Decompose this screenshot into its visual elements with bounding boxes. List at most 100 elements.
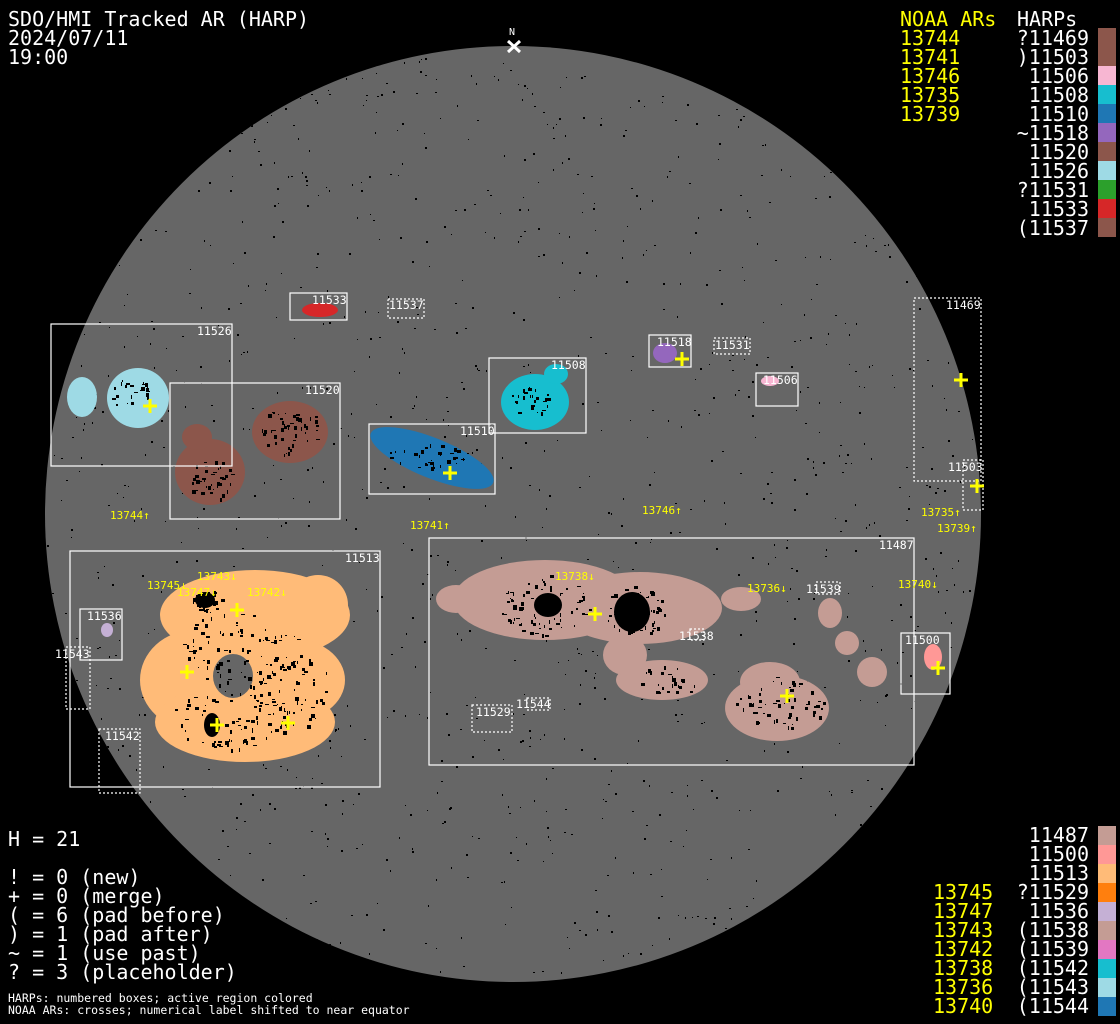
svg-text:11503: 11503: [948, 460, 983, 474]
active-region-11518: [653, 343, 677, 363]
svg-text:11544: 11544: [516, 697, 551, 711]
noaa-item: 13743: [933, 918, 994, 942]
observation-time: 19:00: [8, 45, 69, 69]
noaa-cross-icon: [970, 479, 984, 493]
harp-box-11526[interactable]: 11526: [50, 323, 233, 467]
noaa-crosses: [143, 352, 984, 732]
noaa-label-13740: 13740↓: [898, 578, 938, 591]
noaa-cross-icon: [954, 373, 968, 387]
harp-box-11531[interactable]: 11531: [713, 337, 751, 355]
flag-legend: ! = 0 (new) + = 0 (merge) ( = 6 (pad bef…: [8, 867, 237, 984]
noaa-label-13744: 13744↑: [110, 509, 150, 522]
noaa-label-13747: 13747↓: [177, 586, 217, 599]
noaa-cross-icon: [143, 399, 157, 413]
harp-item: ?11529: [1016, 880, 1089, 904]
noaa-label-13739: 13739↑: [937, 522, 977, 535]
flag-use-past: ~ = 1 (use past): [8, 941, 201, 965]
svg-text:11531: 11531: [715, 338, 750, 352]
harp-box-11508[interactable]: 11508: [488, 357, 587, 434]
noaa-label-13741: 13741↑: [410, 519, 450, 532]
svg-text:11510: 11510: [460, 424, 495, 438]
harp-box-11518[interactable]: 11518: [648, 334, 692, 368]
noaa-cross-icon: [210, 718, 224, 732]
harp-item: (11539: [1016, 937, 1089, 961]
harp-box-11520[interactable]: 11520: [169, 382, 341, 520]
active-region-11533: [302, 303, 338, 317]
footer-noaa-note: NOAA ARs: crosses; numerical label shift…: [8, 1003, 410, 1017]
harp-item: 11500: [1028, 842, 1089, 866]
active-region-11506: [761, 376, 779, 386]
north-marker: N: [506, 27, 522, 54]
harp-box-11513[interactable]: 11513: [69, 550, 381, 788]
color-swatch: [1098, 845, 1116, 864]
svg-text:11508: 11508: [551, 358, 586, 372]
noaa-item: 13744: [900, 26, 961, 50]
flag-merge: + = 0 (merge): [8, 884, 165, 908]
observation-date: 2024/07/11: [8, 26, 129, 50]
harps-header: HARPs: [1017, 7, 1078, 31]
color-swatch: [1098, 864, 1116, 883]
top-color-swatches: [1098, 28, 1116, 237]
harp-box-11544[interactable]: 11544: [516, 697, 551, 711]
color-swatch: [1098, 940, 1116, 959]
noaa-label-13738: 13738↓: [555, 570, 595, 583]
noaa-item: 13747: [933, 899, 994, 923]
color-swatch: [1098, 883, 1116, 902]
noaa-item: 13741: [900, 45, 961, 69]
bottom-color-swatches: [1098, 826, 1116, 1016]
harp-box-11506[interactable]: 11506: [755, 372, 799, 407]
svg-text:11539: 11539: [806, 582, 841, 596]
harp-box-11539[interactable]: 11539: [806, 581, 841, 596]
harp-box-11533[interactable]: 11533: [289, 292, 348, 321]
noaa-cross-icon: [931, 661, 945, 675]
noaa-cross-icon: [443, 466, 457, 480]
harp-box-11510[interactable]: 11510: [368, 423, 496, 495]
harp-box-11536[interactable]: 11536: [79, 608, 123, 661]
harp-item: 11533: [1028, 197, 1089, 221]
svg-text:11538: 11538: [679, 629, 714, 643]
color-swatch: [1098, 978, 1116, 997]
svg-text:11513: 11513: [345, 551, 380, 565]
svg-text:11536: 11536: [87, 609, 122, 623]
harp-box-11469[interactable]: 11469: [913, 297, 982, 482]
noaa-item: [933, 826, 993, 845]
noaa-label-13742: 13742↓: [247, 586, 287, 599]
svg-text:11487: 11487: [879, 538, 914, 552]
svg-text:11543: 11543: [55, 647, 90, 661]
noaa-label-13746: 13746↑: [642, 504, 682, 517]
page-title: SDO/HMI Tracked AR (HARP): [8, 7, 310, 31]
noaa-label-13745: 13745↓: [147, 579, 187, 592]
noaa-item: 13739: [900, 102, 961, 126]
harp-item: (11543: [1016, 975, 1089, 999]
noaa-item: 13745: [933, 880, 994, 904]
color-swatch: [1098, 902, 1116, 921]
harp-box-11543[interactable]: 11543: [55, 646, 91, 710]
harp-item: 11513: [1028, 861, 1089, 885]
noaa-cross-icon: [180, 665, 194, 679]
color-swatch: [1098, 218, 1116, 237]
harp-box-11529[interactable]: 11529: [471, 704, 513, 733]
harp-item: 11506: [1028, 64, 1089, 88]
solar-disk: [45, 46, 981, 982]
harp-item: 11526: [1028, 159, 1089, 183]
harp-box-11500[interactable]: 11500: [900, 632, 951, 695]
svg-text:11537: 11537: [389, 298, 424, 312]
harp-boxes: 11526 11520 11533 11537 11510 11508 1151…: [50, 292, 984, 794]
svg-text:11518: 11518: [657, 335, 692, 349]
harp-box-11538[interactable]: 11538: [679, 628, 714, 643]
svg-text:11500: 11500: [905, 633, 940, 647]
active-region-11536: [101, 623, 113, 637]
flag-placeholder: ? = 3 (placeholder): [8, 960, 237, 984]
harp-item: 11487: [1028, 823, 1089, 847]
harp-box-11537[interactable]: 11537: [387, 298, 425, 319]
svg-text:11529: 11529: [476, 705, 511, 719]
svg-text:N: N: [509, 27, 515, 38]
noaa-cross-icon: [675, 352, 689, 366]
harp-box-11542[interactable]: 11542: [98, 728, 141, 794]
harp-box-11487[interactable]: 11487: [428, 537, 915, 766]
harp-count: H = 21: [8, 827, 81, 851]
harp-item: 11508: [1028, 83, 1089, 107]
active-region-11510: [370, 427, 494, 489]
